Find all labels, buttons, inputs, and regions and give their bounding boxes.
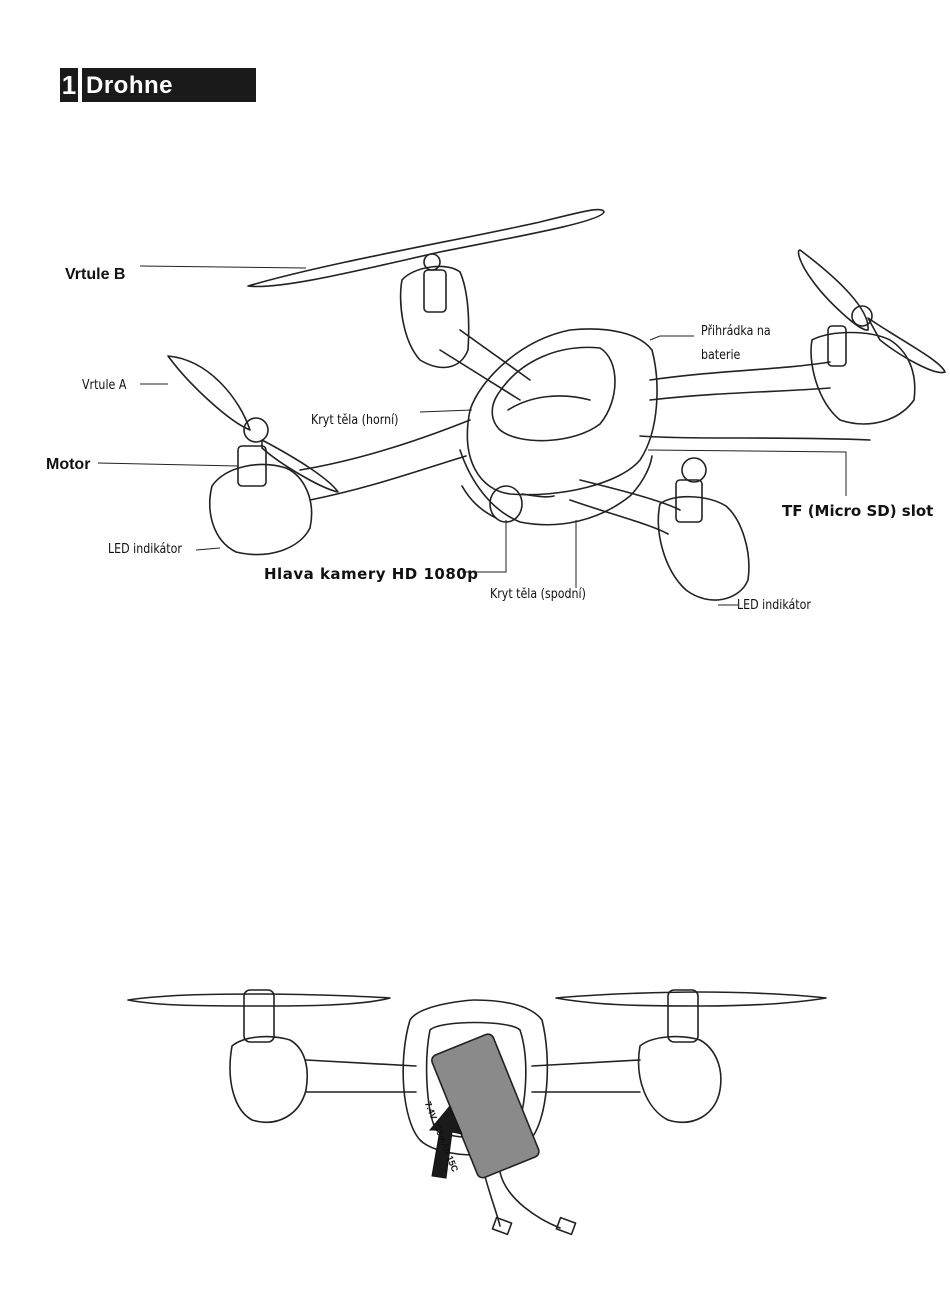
arm-right xyxy=(650,362,830,380)
rear-motor-pod xyxy=(401,266,469,367)
propeller-a xyxy=(168,356,250,430)
propeller-right-top xyxy=(799,250,869,330)
label-motor: Motor xyxy=(46,456,90,474)
propeller-right-bottom xyxy=(868,318,945,373)
arm-rear xyxy=(440,350,520,400)
propeller-b xyxy=(248,210,604,287)
label-led-left: LED indikátor xyxy=(108,542,182,557)
label-prihradka-line1: Přihrádka na xyxy=(701,324,771,339)
left-motor-pod xyxy=(210,465,312,555)
body-top-shell xyxy=(467,329,657,495)
label-vrtule-b: Vrtule B xyxy=(65,266,125,284)
right-front-motor-pod xyxy=(658,497,749,600)
label-kryt-spodni: Kryt těla (spodní) xyxy=(490,587,586,602)
label-kryt-horni: Kryt těla (horní) xyxy=(311,413,398,428)
leader-lines xyxy=(98,266,846,605)
label-tf-slot: TF (Micro SD) slot xyxy=(782,502,933,520)
label-prihradka-line2: baterie xyxy=(701,348,740,363)
right-motor-pod xyxy=(811,333,915,424)
label-vrtule-a: Vrtule A xyxy=(82,378,126,393)
label-led-right: LED indikátor xyxy=(737,598,811,613)
label-hlava-kamery: Hlava kamery HD 1080p xyxy=(264,565,478,583)
